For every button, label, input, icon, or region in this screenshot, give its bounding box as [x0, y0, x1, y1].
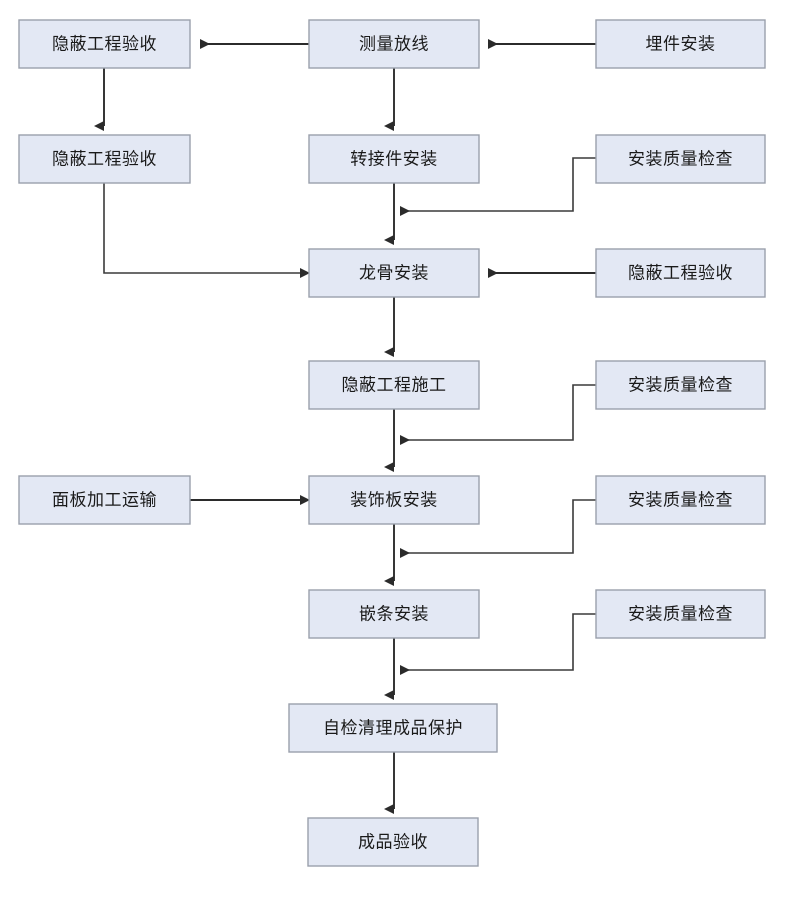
edge-n13-to-n12: [400, 499, 596, 558]
edge-n4-to-n7: [103, 183, 310, 278]
edge-n15-to-n14: [400, 613, 596, 675]
node-box-n7[interactable]: [308, 248, 480, 298]
flow-node-n4[interactable]: 隐蔽工程验收: [18, 134, 191, 184]
flow-node-n13[interactable]: 安装质量检查: [595, 475, 766, 525]
nodes-layer: 隐蔽工程验收测量放线埋件安装隐蔽工程验收转接件安装安装质量检查龙骨安装隐蔽工程验…: [18, 19, 766, 867]
flow-node-n6[interactable]: 安装质量检查: [595, 134, 766, 184]
node-box-n9[interactable]: [308, 360, 480, 410]
node-box-n11[interactable]: [18, 475, 191, 525]
flow-node-n7[interactable]: 龙骨安装: [308, 248, 480, 298]
flow-node-n3[interactable]: 埋件安装: [595, 19, 766, 69]
flow-node-n1[interactable]: 隐蔽工程验收: [18, 19, 191, 69]
flow-node-n5[interactable]: 转接件安装: [308, 134, 480, 184]
node-box-n5[interactable]: [308, 134, 480, 184]
node-box-n12[interactable]: [308, 475, 480, 525]
flow-node-n9[interactable]: 隐蔽工程施工: [308, 360, 480, 410]
flow-node-n16[interactable]: 自检清理成品保护: [288, 703, 498, 753]
edge-n6-to-n5: [400, 157, 596, 216]
flow-node-n8[interactable]: 隐蔽工程验收: [595, 248, 766, 298]
flow-node-n17[interactable]: 成品验收: [307, 817, 479, 867]
edge-n10-to-n9: [400, 384, 596, 445]
edges-layer: [94, 39, 596, 814]
flow-node-n10[interactable]: 安装质量检查: [595, 360, 766, 410]
node-box-n13[interactable]: [595, 475, 766, 525]
node-box-n14[interactable]: [308, 589, 480, 639]
node-box-n1[interactable]: [18, 19, 191, 69]
node-box-n4[interactable]: [18, 134, 191, 184]
flow-node-n15[interactable]: 安装质量检查: [595, 589, 766, 639]
node-box-n17[interactable]: [307, 817, 479, 867]
node-box-n10[interactable]: [595, 360, 766, 410]
node-box-n16[interactable]: [288, 703, 498, 753]
node-box-n3[interactable]: [595, 19, 766, 69]
node-box-n6[interactable]: [595, 134, 766, 184]
node-box-n15[interactable]: [595, 589, 766, 639]
node-box-n8[interactable]: [595, 248, 766, 298]
flow-node-n2[interactable]: 测量放线: [308, 19, 480, 69]
flow-node-n14[interactable]: 嵌条安装: [308, 589, 480, 639]
node-box-n2[interactable]: [308, 19, 480, 69]
flow-node-n12[interactable]: 装饰板安装: [308, 475, 480, 525]
flow-node-n11[interactable]: 面板加工运输: [18, 475, 191, 525]
